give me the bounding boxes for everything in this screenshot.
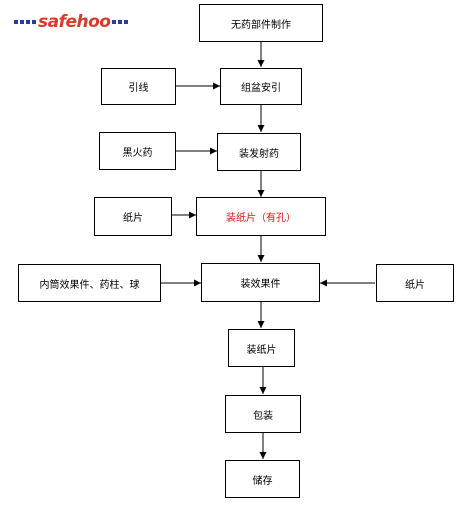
flow-step-label: 装发射药 xyxy=(239,148,279,160)
flow-step-storage: 储存 xyxy=(225,460,300,498)
input-label: 纸片 xyxy=(405,279,425,291)
input-paper-right: 纸片 xyxy=(376,264,454,302)
input-black-powder: 黑火药 xyxy=(99,132,176,170)
flow-step-label: 组盆安引 xyxy=(241,83,281,94)
input-label: 纸片 xyxy=(123,213,143,224)
flow-step-label: 储存 xyxy=(252,475,273,487)
flow-step-label: 装纸片 xyxy=(246,344,277,356)
input-label: 引线 xyxy=(128,83,149,94)
flow-step-label: 装效果件 xyxy=(240,279,281,290)
logo-dots-left xyxy=(14,20,36,24)
input-label: 黑火药 xyxy=(122,147,153,159)
flow-step-label: 装纸片（有孔） xyxy=(226,213,296,224)
flow-step-label: 包装 xyxy=(253,410,273,422)
flow-step-label: 无药部件制作 xyxy=(231,19,291,31)
flow-step-load-lift-powder: 装发射药 xyxy=(217,133,301,171)
flow-step-packaging: 包装 xyxy=(225,395,301,433)
logo-text: safehoo xyxy=(38,12,111,32)
input-label: 内筒效果件、药柱、球 xyxy=(39,279,140,291)
logo-dots-right xyxy=(112,20,129,24)
flow-step-load-paper: 装纸片 xyxy=(228,329,295,367)
flow-step-assemble-fuse: 组盆安引 xyxy=(220,68,302,105)
input-inner-cylinder-effects: 内筒效果件、药柱、球 xyxy=(18,264,161,302)
flow-step-load-effect-parts: 装效果件 xyxy=(201,263,320,302)
input-lead-fuse: 引线 xyxy=(101,68,176,105)
input-paper-left: 纸片 xyxy=(94,197,172,236)
safehoo-logo: safehoo xyxy=(14,12,129,32)
flow-step-load-paper-with-hole: 装纸片（有孔） xyxy=(196,197,326,236)
flow-step-parts-making: 无药部件制作 xyxy=(199,4,323,42)
